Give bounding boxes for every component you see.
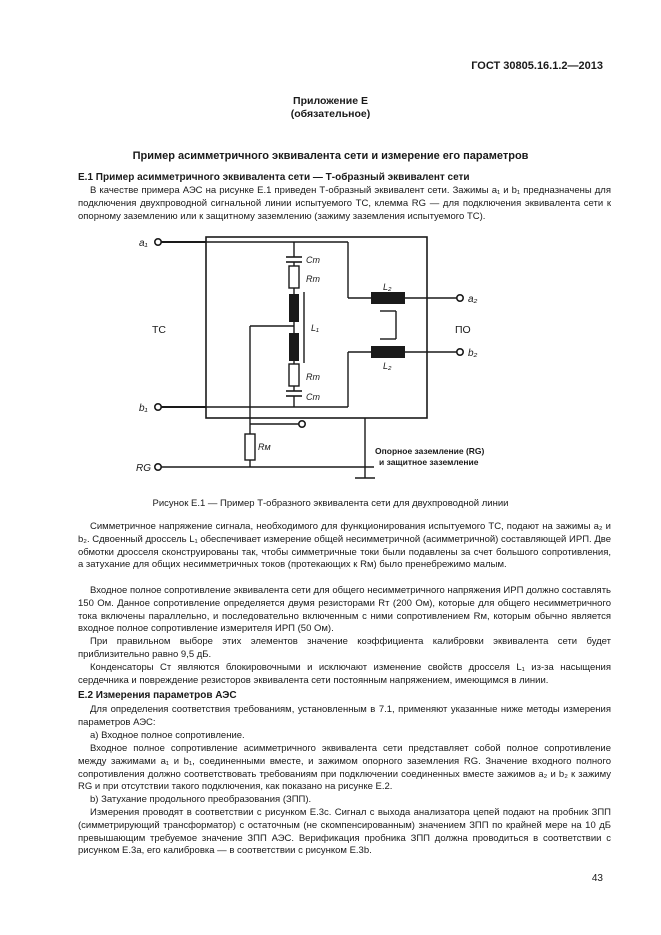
page-number: 43 — [591, 873, 603, 884]
label-b1: b₁ — [139, 403, 148, 414]
section1-heading: Е.1 Пример асимметричного эквивалента се… — [78, 172, 470, 183]
section2-paragraph-3: Измерения проводят в соответствии с рису… — [78, 807, 611, 857]
terminal-b2 — [455, 347, 464, 356]
label-rm: Rм — [258, 442, 271, 452]
section2-item-a: а) Входное полное сопротивление. — [90, 730, 245, 741]
terminal-a2 — [455, 293, 464, 302]
appendix-title: Приложение Е — [293, 95, 368, 107]
label-b2: b₂ — [468, 348, 478, 359]
section2-paragraph-2: Входное полное сопротивление асимметричн… — [78, 743, 611, 793]
body-paragraph-1: Симметричное напряжение сигнала, необход… — [78, 521, 611, 571]
label-ground-1: Опорное заземление (RG) — [375, 446, 485, 456]
section2-heading: Е.2 Измерения параметров АЭС — [78, 690, 237, 701]
terminal-rm — [297, 419, 306, 428]
section2-paragraph-1: Для определения соответствия требованиям… — [78, 704, 611, 728]
body-paragraph-2: Входное полное сопротивление эквивалента… — [78, 585, 611, 635]
main-title: Пример асимметричного эквивалента сети и… — [132, 150, 529, 162]
section2-item-b: b) Затухание продольного преобразования … — [90, 794, 312, 805]
equivalent-box — [205, 236, 428, 419]
terminal-a1 — [154, 238, 163, 247]
label-rg: RG — [136, 463, 151, 474]
label-a1: a₁ — [139, 238, 148, 249]
appendix-subtitle: (обязательное) — [290, 108, 371, 120]
label-ct-bot: Cт — [306, 392, 320, 402]
label-ct-top: Cт — [306, 255, 320, 265]
label-po: ПО — [455, 324, 471, 336]
figure-caption: Рисунок Е.1 — Пример Т-образного эквивал… — [152, 498, 509, 509]
label-ts: ТС — [152, 324, 166, 336]
terminal-b1 — [154, 402, 163, 411]
label-a2: a₂ — [468, 294, 478, 305]
section1-intro: В качестве примера АЭС на рисунке Е.1 пр… — [78, 185, 611, 222]
terminal-rg — [154, 462, 163, 471]
body-paragraph-3: При правильном выборе этих элементов зна… — [78, 636, 611, 660]
label-rt-top: Rт — [306, 274, 320, 284]
body-paragraph-4: Конденсаторы Cт являются блокировочными … — [78, 662, 611, 686]
label-ground-2: и защитное заземление — [379, 457, 479, 467]
document-code: ГОСТ 30805.16.1.2—2013 — [471, 60, 603, 72]
label-l2-top: L₂ — [383, 282, 392, 292]
label-rt-bot: Rт — [306, 372, 320, 382]
label-l1: L₁ — [311, 323, 319, 333]
label-l2-bot: L₂ — [383, 361, 392, 371]
